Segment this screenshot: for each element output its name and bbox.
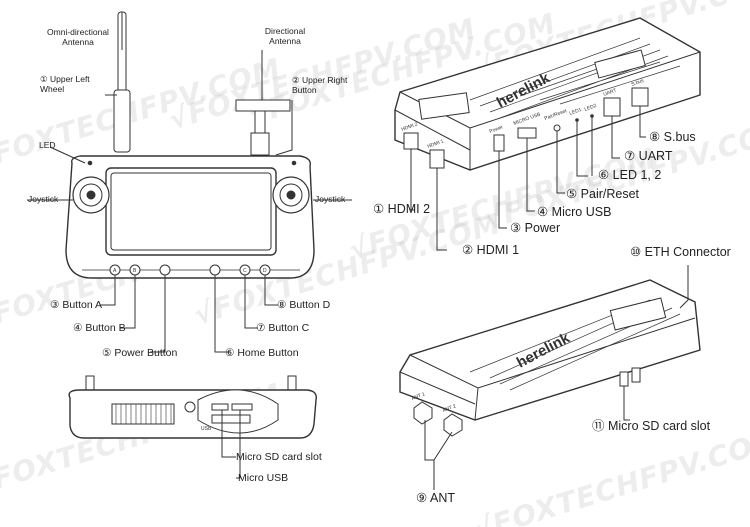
label-directional-antenna: Directional Antenna — [264, 26, 306, 46]
controller-bottom — [68, 375, 317, 479]
label-hdmi2: ① HDMI 2 — [373, 202, 431, 216]
svg-text:Power: Power — [489, 124, 505, 135]
label-pair-reset: ⑤ Pair/Reset — [566, 187, 640, 201]
label-button-b: ④ Button B — [73, 322, 126, 334]
label-home-button: ⑥ Home Button — [225, 347, 299, 359]
label-button-a: ③ Button A — [50, 299, 103, 311]
label-upper-right-button: ② Upper Right Button — [292, 75, 348, 95]
controller-front — [27, 11, 352, 353]
label-omni-antenna: Omni-directional Antenna — [47, 27, 109, 47]
label-power-airunit: ③ Power — [510, 221, 561, 235]
svg-text:HDMI 1: HDMI 1 — [427, 138, 445, 150]
label-led-1-2: ⑥ LED 1, 2 — [598, 168, 662, 182]
label-micro-usb-controller: Micro USB — [238, 472, 289, 484]
air-unit-ant-view — [399, 265, 701, 490]
svg-text:UART: UART — [603, 88, 618, 98]
svg-text:USB: USB — [201, 426, 212, 432]
label-micro-sd-controller: Micro SD card slot — [236, 451, 322, 463]
svg-text:ANT 2: ANT 2 — [442, 403, 457, 414]
label-ant: ⑨ ANT — [416, 491, 455, 505]
label-led: LED — [39, 140, 56, 150]
label-hdmi1: ② HDMI 1 — [462, 243, 520, 257]
label-joystick-right: Joystick — [315, 194, 346, 204]
svg-text:LED1: LED1 — [569, 107, 583, 117]
label-button-d: ⑧ Button D — [277, 299, 331, 311]
svg-text:ANT 1: ANT 1 — [411, 391, 426, 402]
svg-text:D: D — [263, 268, 267, 274]
label-upper-left-wheel: ① Upper Left Wheel — [40, 74, 90, 94]
label-uart: ⑦ UART — [624, 149, 673, 163]
svg-text:A: A — [113, 268, 117, 274]
label-power-button: ⑤ Power Button — [102, 347, 178, 359]
label-sbus: ⑧ S.bus — [649, 130, 696, 144]
svg-text:HDMI 2: HDMI 2 — [401, 121, 419, 133]
label-micro-usb-airunit: ④ Micro USB — [537, 205, 612, 219]
svg-text:B: B — [133, 268, 137, 274]
svg-text:S.bus: S.bus — [631, 78, 646, 88]
label-joystick-left: Joystick — [28, 194, 59, 204]
svg-text:C: C — [243, 268, 247, 274]
svg-text:LED2: LED2 — [584, 103, 598, 113]
label-eth-connector: ⑩ ETH Connector — [630, 245, 731, 259]
label-micro-sd-airunit: ⑪ Micro SD card slot — [592, 419, 711, 433]
label-button-c: ⑦ Button C — [256, 322, 310, 334]
air-unit-ports-view — [394, 17, 701, 251]
